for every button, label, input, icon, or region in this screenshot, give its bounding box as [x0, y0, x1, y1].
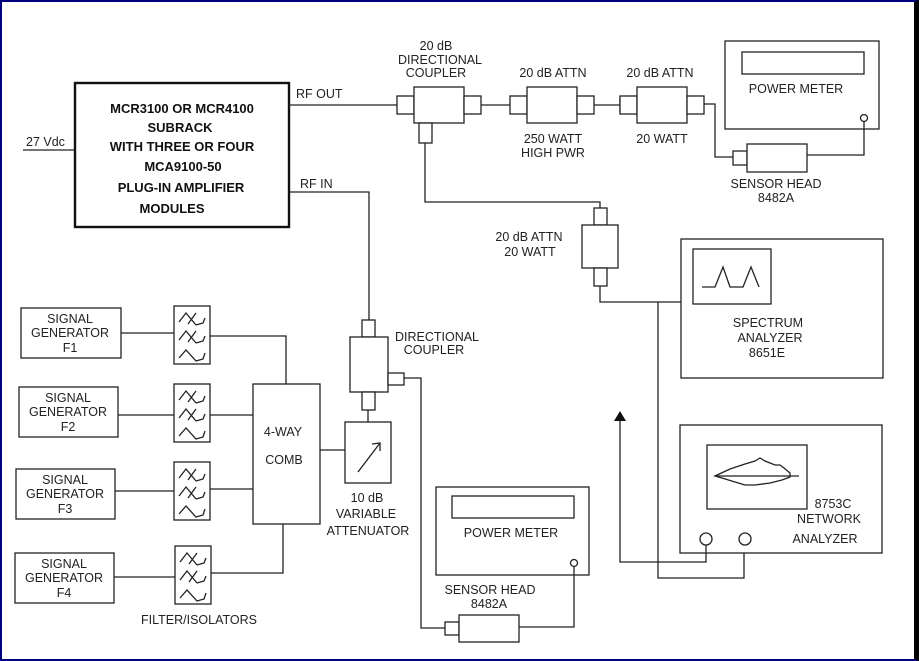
sensor-head-top-label-1: SENSOR HEAD [731, 177, 822, 191]
spectrum-analyzer-label-3: 8651E [749, 346, 785, 360]
sg1-label-2: GENERATOR [31, 326, 109, 340]
attenuator-250w-label-1: 250 WATT [524, 132, 583, 146]
network-analyzer-label-3: ANALYZER [792, 532, 857, 546]
coupler-20db-label-3: COUPLER [406, 66, 466, 80]
amplifier-label-3: WITH THREE OR FOUR [110, 139, 255, 154]
network-port-1 [699, 532, 713, 546]
arrow-up-icon [614, 411, 626, 421]
sg1-label-3: F1 [63, 341, 78, 355]
amplifier-subrack: MCR3100 OR MCR4100 SUBRACK WITH THREE OR… [73, 81, 291, 229]
sg3-label-3: F3 [58, 502, 73, 516]
amplifier-label-5: PLUG-IN AMPLIFIER [118, 180, 245, 195]
four-way-combiner: 4-WAY COMB [252, 383, 321, 525]
spectrum-trace-icon [702, 265, 760, 288]
sg2-label-1: SIGNAL [45, 391, 91, 405]
directional-coupler-label-1: DIRECTIONAL [395, 330, 479, 344]
variable-attenuator: 10 dB VARIABLE ATTENUATOR [327, 421, 410, 538]
filter-isolators-label: FILTER/ISOLATORS [141, 613, 257, 627]
network-analyzer-label-2: NETWORK [797, 512, 862, 526]
amplifier-label-6: MODULES [140, 201, 205, 216]
combiner-label-1: 4-WAY [264, 425, 303, 439]
sensor-head-bottom-label-1: SENSOR HEAD [445, 583, 536, 597]
power-meter-bottom-port [569, 558, 579, 568]
network-trace-icon [713, 457, 791, 486]
power-meter-top-port [859, 113, 869, 123]
amplifier-label-1: MCR3100 OR MCR4100 [110, 101, 254, 116]
filter-isolator-2 [173, 383, 211, 443]
attenuator-250w: 20 dB ATTN 250 WATT HIGH PWR [509, 66, 595, 160]
attenuator-20w-top: 20 dB ATTN 20 WATT [619, 66, 705, 146]
attenuator-250w-top-label: 20 dB ATTN [519, 66, 586, 80]
filter-isolator-4 [174, 545, 212, 605]
coupler-20db-label-1: 20 dB [420, 39, 453, 53]
filter-response-icon [179, 569, 207, 584]
sensor-head-top: SENSOR HEAD 8482A [731, 143, 822, 205]
network-analyzer-label-1: 8753C [815, 497, 852, 511]
power-meter-bottom-label: POWER METER [464, 526, 558, 540]
sensor-head-top-label-2: 8482A [758, 191, 795, 205]
filter-response-icon [178, 505, 206, 518]
filter-isolator-3 [173, 461, 211, 521]
signal-generator-f4: SIGNAL GENERATOR F4 [14, 552, 115, 604]
filter-response-icon [179, 589, 207, 602]
dc-power-label: 27 Vdc [26, 135, 65, 149]
spectrum-analyzer-label-2: ANALYZER [737, 331, 802, 345]
sg3-label-1: SIGNAL [42, 473, 88, 487]
spectrum-analyzer-label-1: SPECTRUM [733, 316, 803, 330]
power-meter-bottom: POWER METER [435, 486, 590, 576]
directional-coupler: DIRECTIONAL COUPLER [349, 319, 479, 411]
filter-isolators [173, 305, 212, 605]
power-meter-top: POWER METER [724, 40, 880, 130]
sg4-label-1: SIGNAL [41, 557, 87, 571]
amplifier-label-4: MCA9100-50 [144, 159, 221, 174]
rf-in-label: RF IN [300, 177, 333, 191]
sg4-label-2: GENERATOR [25, 571, 103, 585]
filter-response-icon [178, 329, 206, 344]
network-port-2 [738, 532, 752, 546]
filter-response-icon [178, 349, 206, 362]
attenuator-20w-side-label-2: 20 WATT [504, 245, 556, 259]
attenuator-20w-side: 20 dB ATTN 20 WATT [495, 207, 619, 287]
rf-out-label: RF OUT [296, 87, 343, 101]
amplifier-label-2: SUBRACK [148, 120, 214, 135]
variable-attenuator-label-2: VARIABLE [336, 507, 396, 521]
sg1-label-1: SIGNAL [47, 312, 93, 326]
coupler-20db-label-2: DIRECTIONAL [398, 53, 482, 67]
filter-response-icon [178, 311, 206, 326]
variable-attenuator-label-3: ATTENUATOR [327, 524, 410, 538]
sensor-head-bottom: SENSOR HEAD 8482A [444, 583, 536, 643]
attenuator-20w-top-label: 20 dB ATTN [626, 66, 693, 80]
directional-coupler-20db: 20 dB DIRECTIONAL COUPLER [396, 39, 482, 144]
attenuator-20w-side-label-1: 20 dB ATTN [495, 230, 562, 244]
sg2-label-3: F2 [61, 420, 76, 434]
filter-isolator-1 [173, 305, 211, 365]
directional-coupler-label-2: COUPLER [404, 343, 464, 357]
signal-generator-f3: SIGNAL GENERATOR F3 [15, 468, 116, 520]
sg2-label-2: GENERATOR [29, 405, 107, 419]
filter-response-icon [178, 427, 206, 440]
attenuator-20w-bottom-label: 20 WATT [636, 132, 688, 146]
signal-generator-f2: SIGNAL GENERATOR F2 [18, 386, 119, 438]
network-analyzer: 8753C NETWORK ANALYZER [679, 424, 883, 554]
power-meter-top-label: POWER METER [749, 82, 843, 96]
filter-response-icon [178, 407, 206, 422]
variable-attenuator-label-1: 10 dB [351, 491, 384, 505]
combiner-label-2: COMB [265, 453, 303, 467]
filter-response-icon [178, 467, 206, 482]
variable-arrow-icon [357, 442, 381, 473]
filter-response-icon [178, 485, 206, 500]
sg3-label-2: GENERATOR [26, 487, 104, 501]
filter-response-icon [179, 551, 207, 566]
sensor-head-bottom-label-2: 8482A [471, 597, 508, 611]
signal-generator-f1: SIGNAL GENERATOR F1 [20, 307, 122, 359]
spectrum-analyzer: SPECTRUM ANALYZER 8651E [680, 238, 884, 379]
filter-response-icon [178, 389, 206, 404]
sg4-label-3: F4 [57, 586, 72, 600]
attenuator-250w-label-2: HIGH PWR [521, 146, 585, 160]
